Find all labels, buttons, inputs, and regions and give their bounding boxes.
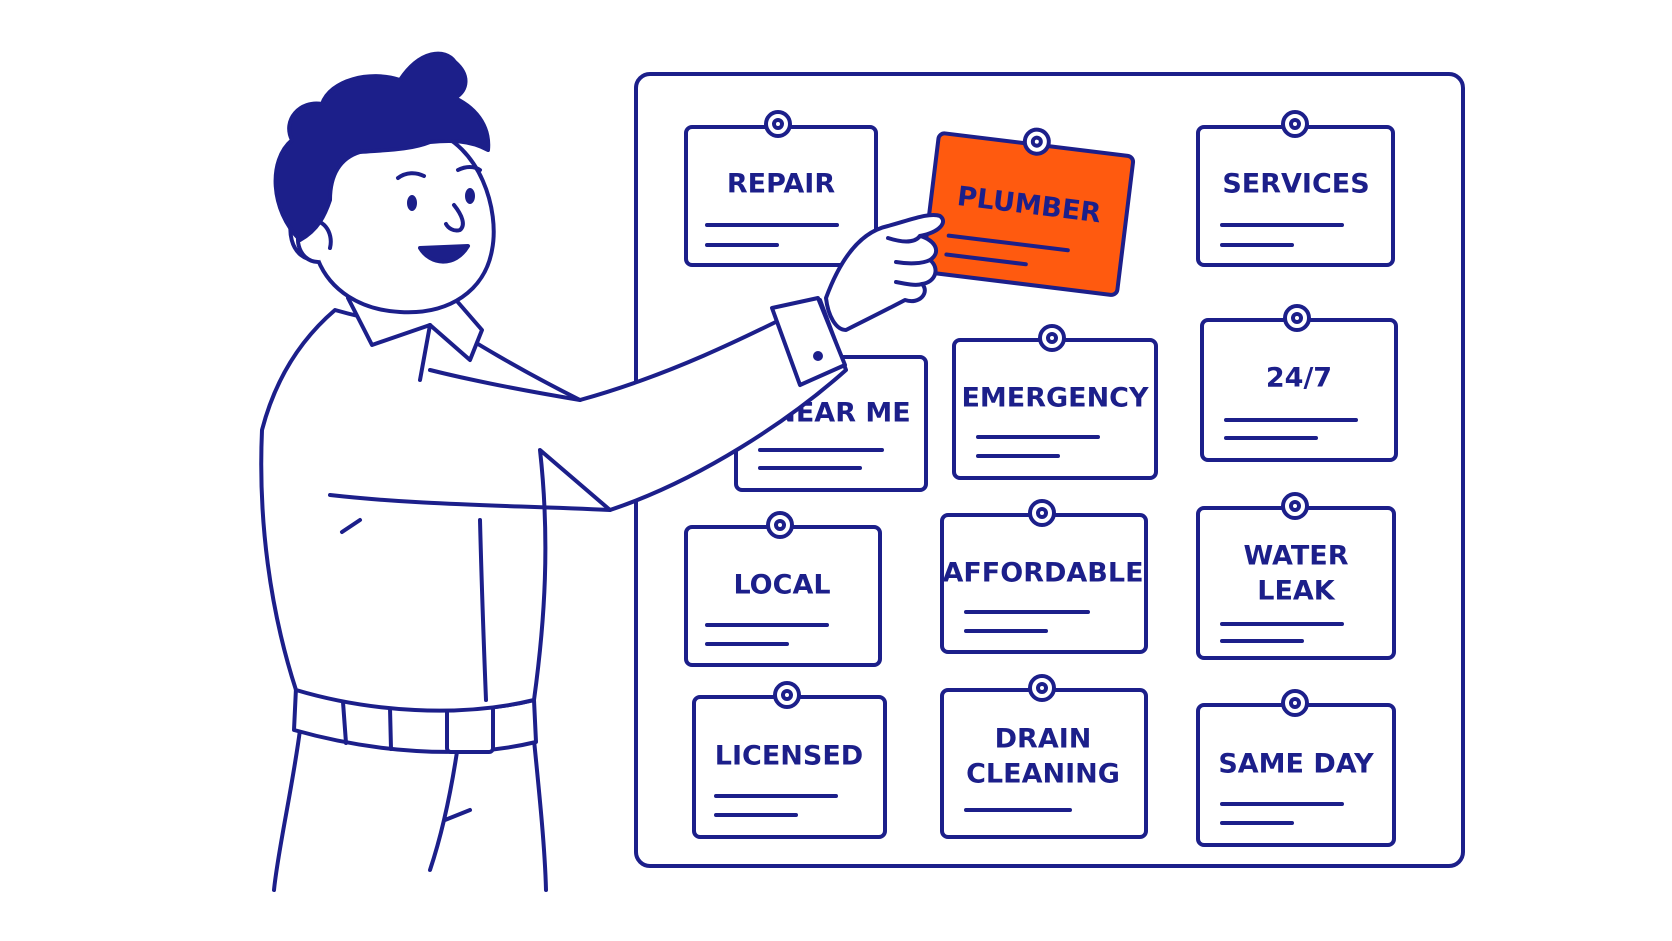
hair — [273, 51, 491, 242]
pushpin-icon — [1281, 689, 1309, 717]
card-label: DRAIN — [995, 724, 1092, 755]
card-label: REPAIR — [727, 169, 835, 200]
pushpin-icon — [773, 681, 801, 709]
card-label: LOCAL — [733, 570, 830, 601]
pushpin-icon — [1028, 674, 1056, 702]
card-label: AFFORDABLE — [942, 558, 1143, 589]
card-affordable: AFFORDABLE — [940, 499, 1148, 654]
pushpin-icon — [766, 511, 794, 539]
mouth — [418, 244, 470, 264]
pushpin-icon — [1281, 492, 1309, 520]
person — [259, 51, 848, 892]
shirt — [259, 298, 848, 713]
card-label: EMERGENCY — [961, 383, 1149, 414]
pushpin-icon — [1022, 127, 1051, 156]
card-label: WATER — [1243, 541, 1348, 572]
card-label: LICENSED — [715, 741, 863, 772]
card-label-line2: LEAK — [1257, 576, 1336, 607]
card-label: SAME DAY — [1218, 749, 1374, 780]
shirt-cuff — [770, 296, 847, 387]
eye-left — [407, 195, 417, 211]
card-local: LOCAL — [684, 511, 882, 667]
card-plumber-highlighted: PLUMBER — [920, 127, 1136, 297]
card-label: SERVICES — [1222, 169, 1369, 200]
trousers — [272, 728, 548, 892]
eye-right — [465, 188, 475, 204]
card-label-line2: CLEANING — [966, 759, 1120, 790]
nose — [444, 203, 465, 233]
card-water-leak: WATER LEAK — [1196, 492, 1396, 660]
card-emergency: EMERGENCY — [952, 324, 1158, 480]
card-licensed: LICENSED — [692, 681, 887, 839]
shirt-collar — [346, 296, 484, 362]
card-services: SERVICES — [1196, 110, 1395, 267]
pushpin-icon — [764, 110, 792, 138]
card-24-7: 24/7 — [1200, 304, 1398, 462]
card-drain-cleaning: DRAIN CLEANING — [940, 674, 1148, 839]
card-same-day: SAME DAY — [1196, 689, 1396, 847]
pushpin-icon — [1283, 304, 1311, 332]
pushpin-icon — [1038, 324, 1066, 352]
card-repair: REPAIR — [684, 110, 878, 267]
pushpin-icon — [1281, 110, 1309, 138]
card-label: 24/7 — [1266, 363, 1332, 394]
pushpin-icon — [1028, 499, 1056, 527]
